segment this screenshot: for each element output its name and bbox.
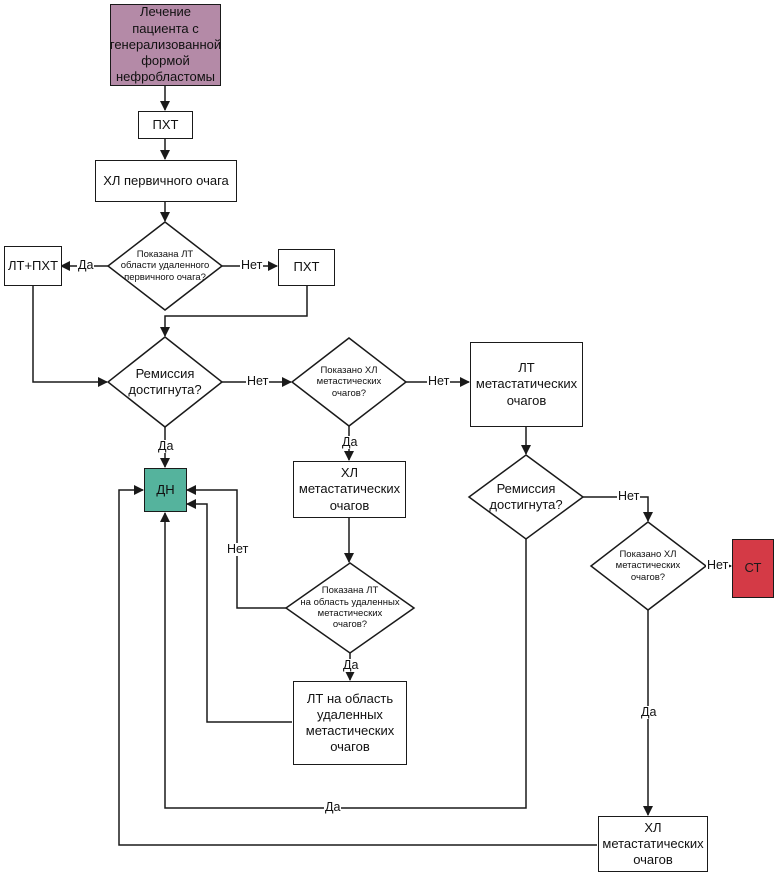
edge-ltpxt-remission	[32, 286, 108, 387]
edge-pxt2-remission	[160, 286, 308, 337]
edge-ltremoved-dn	[186, 499, 292, 723]
edge-label-da-remission2: Да	[324, 800, 342, 814]
edge-label-net-dltmeta: Нет	[226, 542, 250, 556]
edge-label-net-pxt2: Нет	[240, 258, 264, 272]
hl-primary-box: ХЛ первичного очага	[95, 160, 237, 202]
hl-meta-box-2: ХЛ метастатических очагов	[598, 816, 708, 872]
start-node: Лечение пациента с генерализованной форм…	[109, 4, 222, 86]
diamond-lt-removed-label: Показана ЛТ области удаленного первичног…	[120, 248, 210, 283]
edge-label-da-dltmeta: Да	[342, 658, 360, 672]
diamond-hl-meta-2-label: Показано ХЛ метастических очагов?	[615, 548, 681, 583]
lt-removed-meta-box: ЛТ на область удаленных метастических оч…	[293, 681, 407, 765]
edge-label-net-hlmeta: Нет	[427, 374, 451, 388]
edge-label-da-remission1: Да	[157, 439, 175, 453]
diamond-hl-meta-1-label: Показано ХЛ метастических очагов?	[316, 364, 382, 399]
edge-label-net-remission1: Нет	[246, 374, 270, 388]
lt-meta-box: ЛТ метастатических очагов	[470, 342, 583, 427]
pxt-box-1: ПХТ	[138, 111, 193, 139]
diamond-lt-meta-label: Показана ЛТ на область удаленных метасти…	[300, 585, 400, 631]
hl-meta-box-1: ХЛ метастатических очагов	[293, 461, 406, 518]
edge-remission2-dn	[160, 512, 527, 809]
edge-hlmeta2box-dn	[118, 485, 597, 846]
edge-label-da-ltpxt: Да	[77, 258, 95, 272]
pxt-box-2: ПХТ	[278, 249, 335, 286]
st-node: СТ	[732, 539, 774, 598]
edge-label-net-st: Нет	[706, 558, 730, 572]
diamond-remission-1-label: Ремиссия достигнута?	[128, 366, 202, 397]
edge-label-da-hlmeta2: Да	[640, 705, 658, 719]
diamond-lt-removed	[106, 221, 224, 311]
dn-node: ДН	[144, 468, 187, 512]
diamond-remission-2-label: Ремиссия достигнута?	[489, 481, 563, 512]
lt-pxt-box: ЛТ+ПХТ	[4, 246, 62, 286]
edge-label-net-remission2: Нет	[617, 489, 641, 503]
edge-remission2-hlmeta2	[583, 496, 653, 522]
edge-label-da-hlmeta1: Да	[341, 435, 359, 449]
